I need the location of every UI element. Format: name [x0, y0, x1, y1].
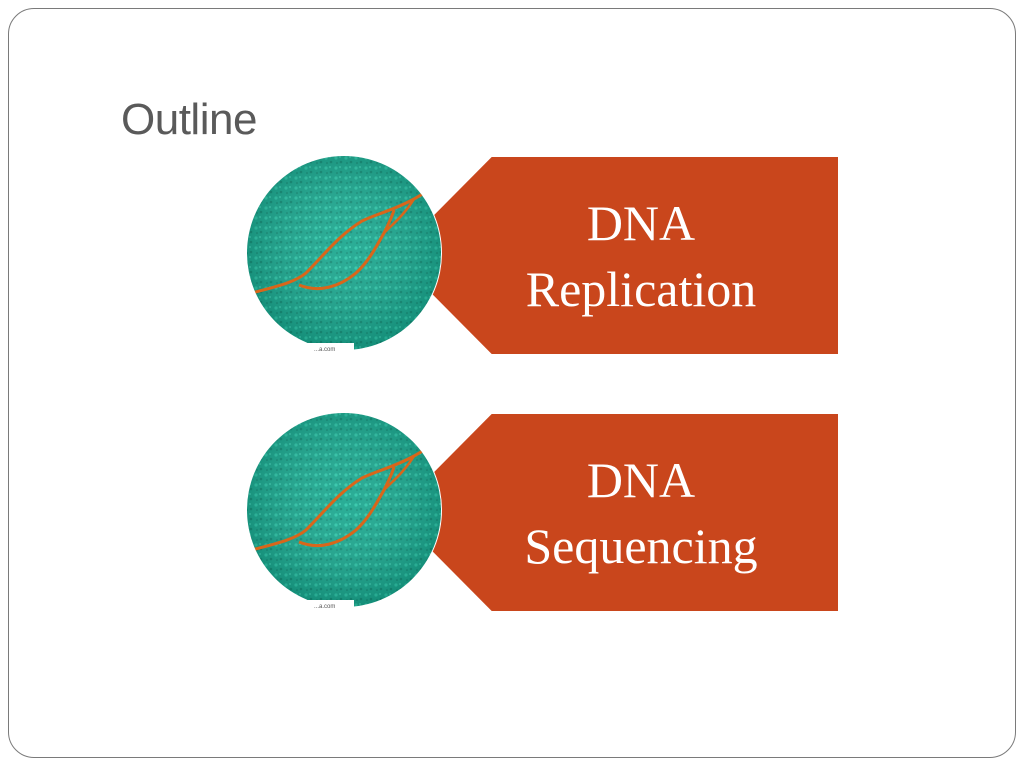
outline-item-replication: DNA Replication [244, 155, 838, 355]
outline-banner-text: DNA Sequencing [464, 414, 818, 611]
outline-item-line1: DNA [586, 451, 696, 508]
outline-banner [394, 414, 838, 611]
dna-micrograph-image: ...a.com [244, 155, 442, 355]
outline-item-sequencing: DNA Sequencing [244, 412, 838, 612]
outline-item-line1: DNA [586, 194, 696, 251]
slide-frame: Outline [8, 8, 1016, 758]
dna-micrograph-image: ...a.com [244, 412, 442, 612]
outline-item-line2: Replication [525, 260, 757, 317]
outline-banner [394, 157, 838, 354]
image-caption: ...a.com [314, 347, 335, 353]
outline-item-line2: Sequencing [524, 517, 758, 574]
slide-title: Outline [121, 95, 257, 144]
image-caption: ...a.com [314, 604, 335, 610]
outline-banner-text: DNA Replication [464, 157, 818, 354]
